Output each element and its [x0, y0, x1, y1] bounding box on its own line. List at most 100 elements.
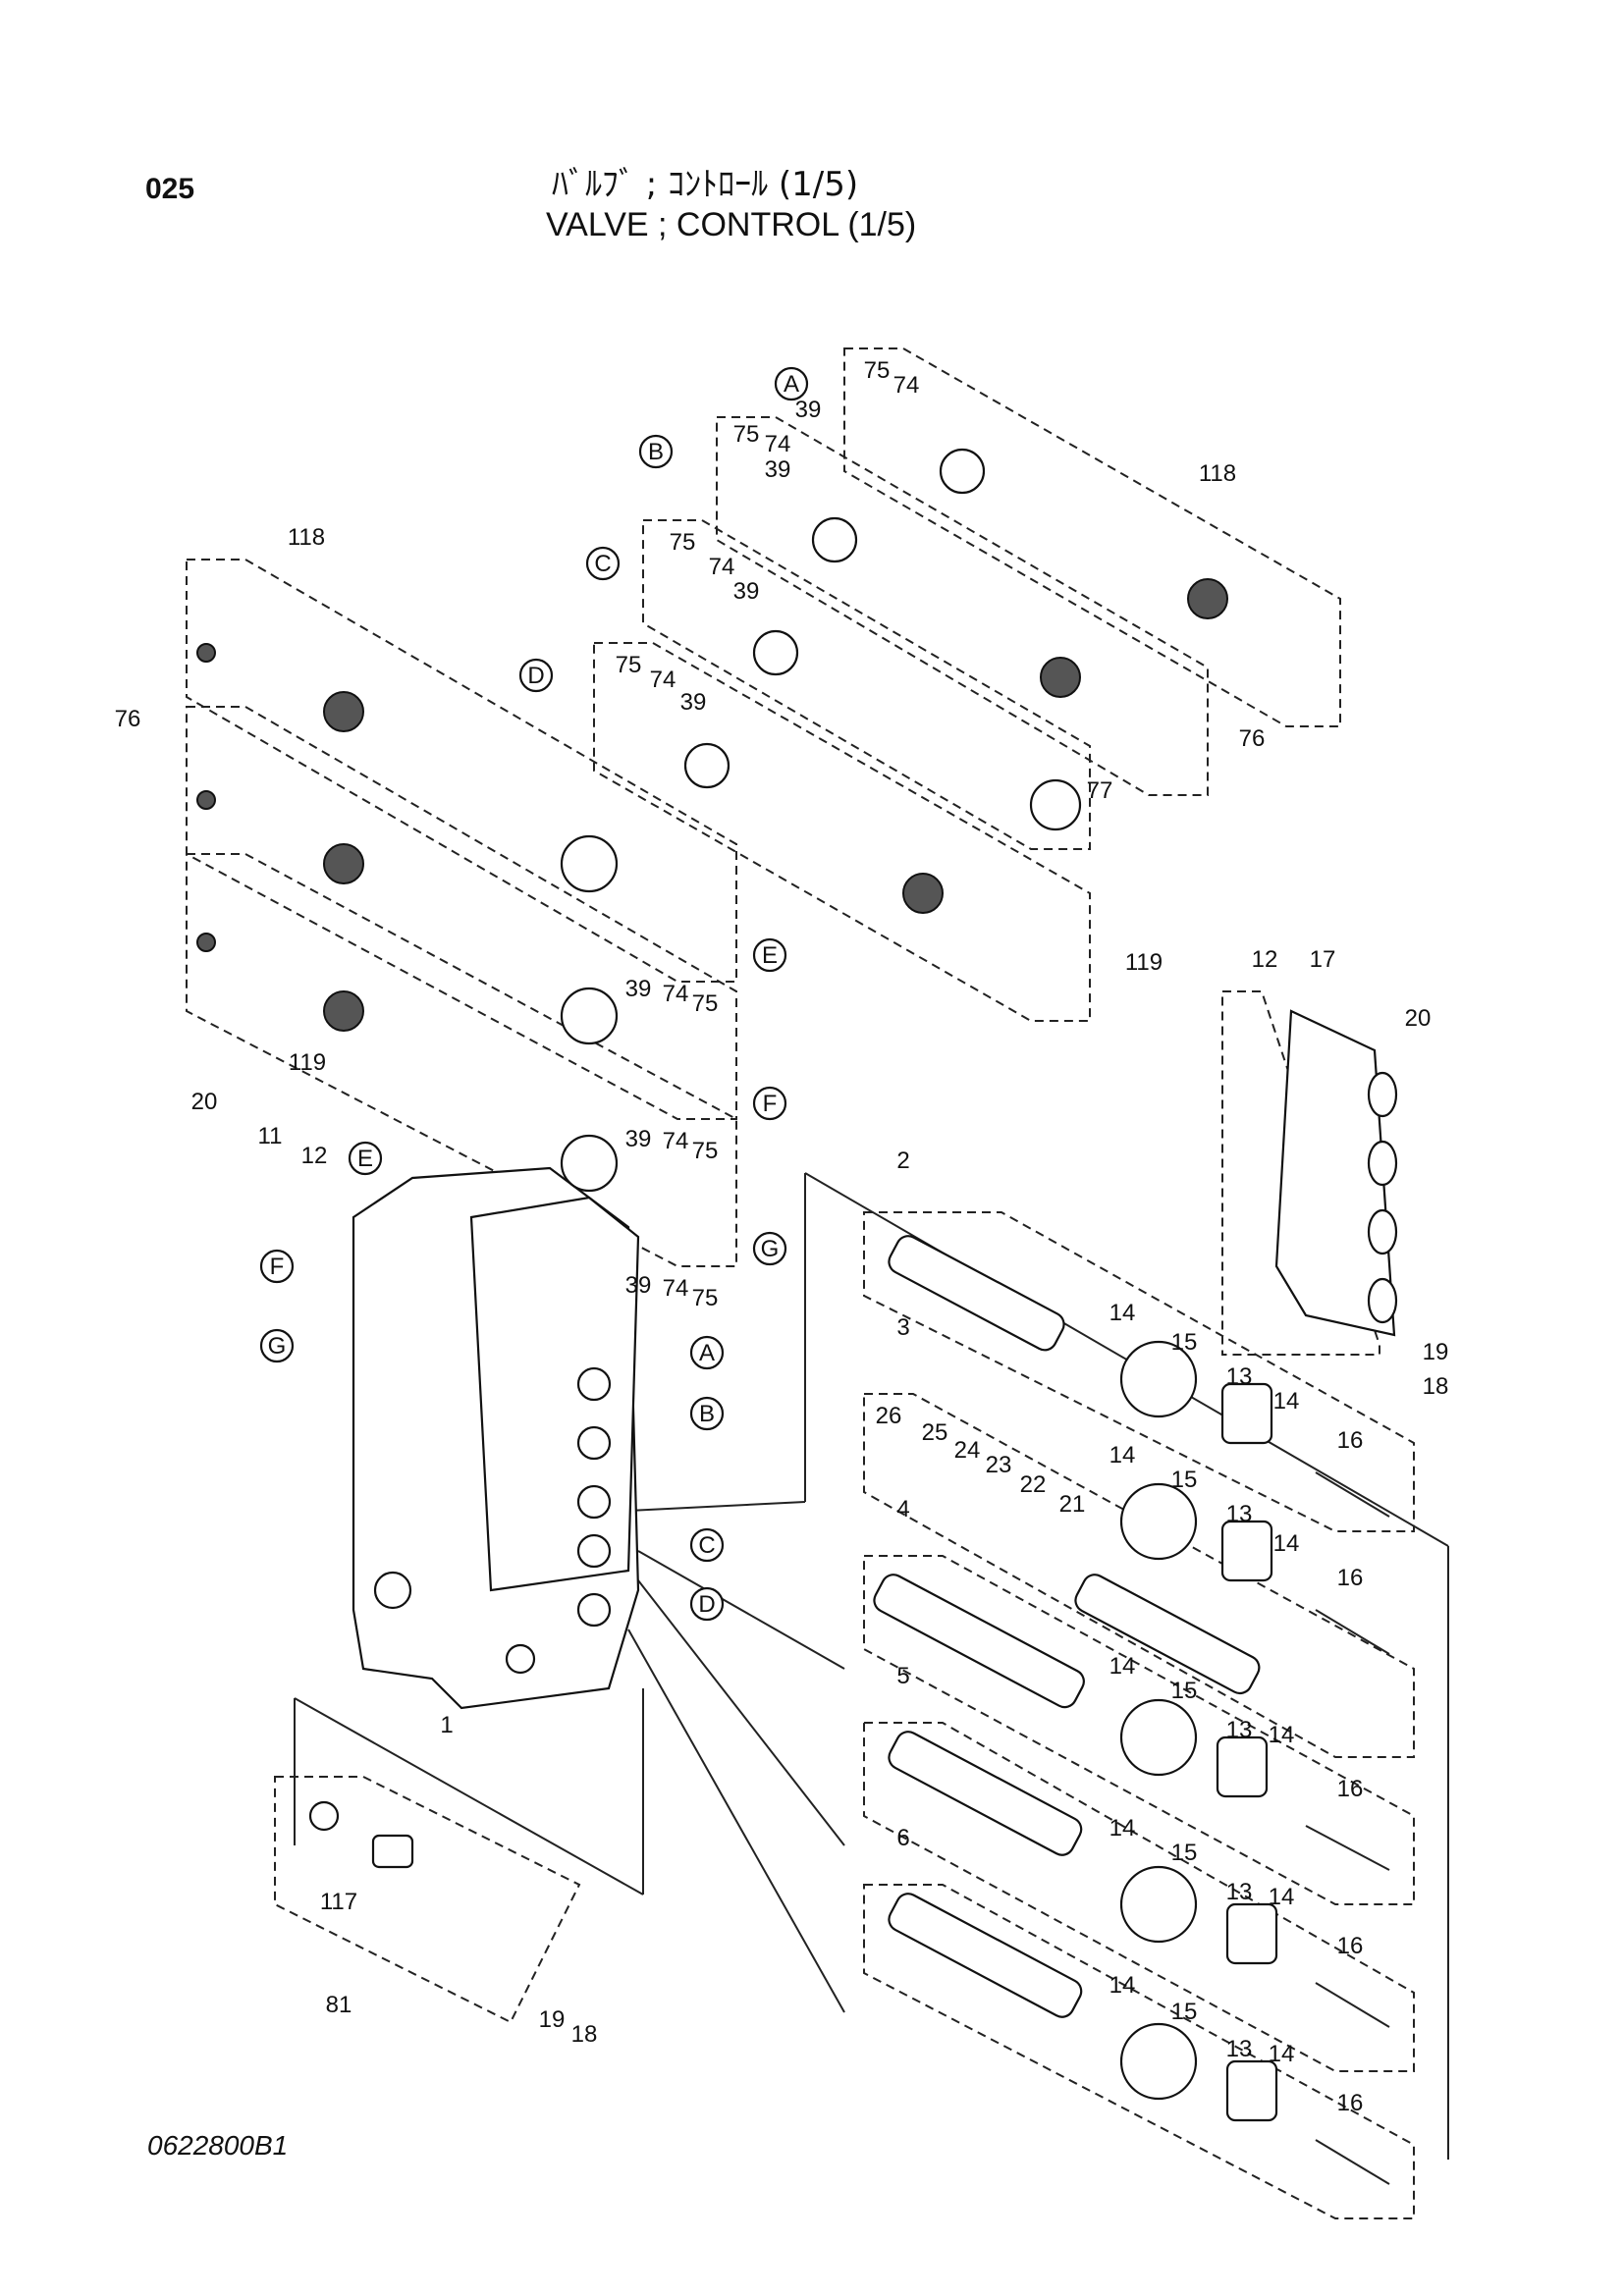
relief-valve-parts [196, 448, 1228, 1869]
part-number-label: 14 [1269, 1884, 1295, 1910]
part-number-label: 18 [571, 2021, 598, 2048]
part-number-label: 14 [1109, 1442, 1136, 1468]
part-number-label: 14 [1273, 1530, 1300, 1557]
part-number-label: 119 [1125, 949, 1163, 976]
part-number-label: 15 [1171, 1678, 1198, 1704]
port-marker-label: C [698, 1532, 715, 1559]
assembly-outlines [186, 347, 1415, 2219]
part-number-label: 81 [326, 1992, 352, 2018]
part-number-label: 75 [692, 1285, 719, 1311]
part-number-label: 13 [1226, 1879, 1253, 1905]
port-marker-label: E [357, 1146, 373, 1172]
part-number-label: 16 [1337, 2090, 1364, 2116]
part-number-label: 74 [709, 554, 735, 580]
part-number-label: 14 [1109, 1972, 1136, 1999]
part-number-label: 74 [765, 431, 791, 457]
part-number-label: 14 [1109, 1300, 1136, 1326]
part-number-label: 119 [289, 1049, 326, 1076]
part-number-label: 77 [1087, 777, 1113, 804]
port-marker-label: C [594, 551, 611, 577]
part-number-label: 75 [692, 990, 719, 1017]
port-marker-label: A [784, 371, 799, 398]
port-marker-labels: A B C D E F G A B C D E F G [268, 371, 799, 1618]
part-number-label: 5 [896, 1663, 909, 1689]
part-number-label: 118 [288, 524, 325, 551]
part-number-label: 76 [115, 706, 141, 732]
port-marker-label: B [648, 439, 664, 465]
part-number-label: 39 [625, 1272, 652, 1299]
part-number-label: 4 [896, 1496, 909, 1522]
port-marker-label: E [762, 942, 778, 969]
part-number-label: 14 [1109, 1653, 1136, 1680]
part-number-label: 1 [440, 1712, 453, 1738]
part-number-label: 16 [1337, 1427, 1364, 1454]
part-number-label: 17 [1310, 946, 1336, 973]
part-number-label: 76 [1239, 725, 1266, 752]
part-number-label: 39 [795, 397, 822, 423]
part-number-label: 16 [1337, 1933, 1364, 1959]
port-marker-label: G [268, 1333, 287, 1360]
part-number-label: 75 [616, 652, 642, 678]
part-number-label: 74 [663, 1128, 689, 1154]
part-number-label: 18 [1423, 1373, 1449, 1400]
part-number-label: 3 [896, 1314, 909, 1341]
part-number-label: 74 [663, 1275, 689, 1302]
part-number-label: 15 [1171, 1840, 1198, 1866]
part-number-label: 75 [864, 357, 891, 384]
part-number-label: 20 [1405, 1005, 1432, 1032]
title-japanese: ﾊﾞﾙﾌﾞ ; ｺﾝﾄﾛｰﾙ (1/5) [552, 165, 859, 204]
part-number-label: 22 [1020, 1471, 1047, 1498]
port-marker-label: F [270, 1254, 285, 1280]
port-marker-label: B [699, 1401, 715, 1427]
part-number-label: 20 [191, 1089, 218, 1115]
part-number-label: 39 [680, 689, 707, 716]
part-number-label: 24 [954, 1437, 981, 1464]
cover-plate [1274, 1009, 1398, 1337]
part-number-label: 15 [1171, 1329, 1198, 1356]
part-number-label: 118 [1199, 460, 1236, 487]
part-number-label: 19 [539, 2006, 566, 2033]
part-number-label: 14 [1273, 1388, 1300, 1415]
part-number-label: 12 [301, 1143, 328, 1169]
part-number-label: 14 [1109, 1815, 1136, 1842]
drawing-code: 0622800B1 [147, 2130, 289, 2161]
part-number-label: 19 [1423, 1339, 1449, 1365]
part-number-label: 39 [625, 976, 652, 1002]
part-number-label: 75 [670, 529, 696, 556]
port-marker-label: F [763, 1091, 778, 1117]
part-number-label: 2 [896, 1148, 909, 1174]
part-number-label: 74 [893, 372, 920, 399]
part-number-label: 21 [1059, 1491, 1086, 1518]
part-number-label: 117 [320, 1889, 357, 1915]
part-number-label: 74 [663, 981, 689, 1007]
part-number-label: 13 [1226, 1717, 1253, 1743]
part-number-label: 6 [896, 1825, 909, 1851]
part-number-label: 75 [733, 421, 760, 448]
part-number-label: 13 [1226, 1363, 1253, 1390]
valve-body [352, 1166, 640, 1710]
part-number-label: 15 [1171, 1467, 1198, 1493]
part-number-label: 39 [733, 578, 760, 605]
part-number-label: 16 [1337, 1776, 1364, 1802]
port-marker-label: D [698, 1591, 715, 1618]
part-number-labels: 1234561112121313131313141414141414141414… [115, 357, 1449, 2116]
part-number-label: 14 [1269, 2041, 1295, 2067]
port-markers [259, 366, 809, 1622]
part-number-label: 15 [1171, 1999, 1198, 2025]
part-number-label: 39 [765, 456, 791, 483]
part-number-label: 74 [650, 667, 676, 693]
part-number-label: 14 [1269, 1722, 1295, 1748]
part-number-label: 23 [986, 1452, 1012, 1478]
part-number-label: 11 [258, 1123, 283, 1149]
part-number-label: 16 [1337, 1565, 1364, 1591]
port-marker-label: D [527, 663, 544, 689]
part-number-label: 25 [922, 1419, 948, 1446]
part-number-label: 39 [625, 1126, 652, 1152]
title-english: VALVE ; CONTROL (1/5) [546, 206, 917, 243]
part-number-label: 12 [1252, 946, 1278, 973]
part-number-label: 75 [692, 1138, 719, 1164]
port-marker-label: A [699, 1340, 715, 1366]
part-number-label: 26 [876, 1403, 902, 1429]
port-marker-label: G [761, 1236, 780, 1262]
